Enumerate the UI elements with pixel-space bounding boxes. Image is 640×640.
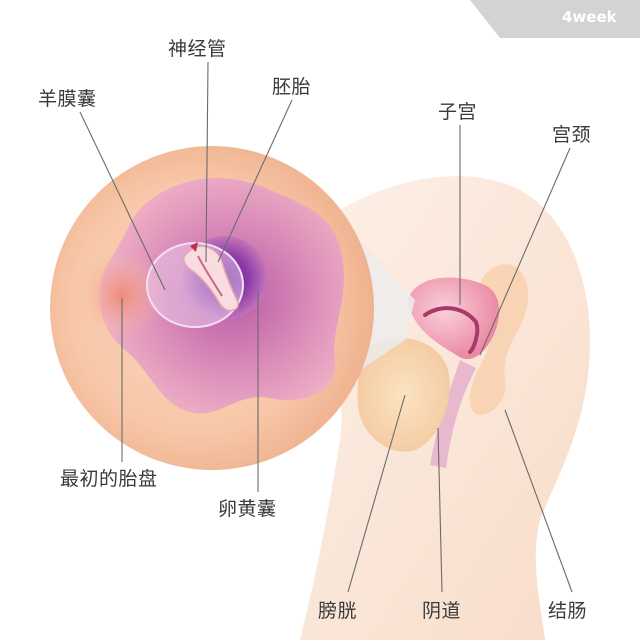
leader-colon [504, 409, 573, 593]
label-uterus: 子宫 [438, 101, 478, 123]
label-vagina: 阴道 [422, 600, 462, 622]
label-amniotic-sac: 羊膜囊 [38, 88, 97, 110]
uterine-cavity [423, 306, 480, 354]
label-bladder: 膀胱 [318, 600, 358, 622]
label-yolk-sac: 卵黄囊 [218, 498, 277, 520]
leader-neural-tube [205, 61, 209, 263]
placenta-spot [77, 250, 167, 340]
week-tag: 4week [562, 8, 617, 26]
label-neural-tube: 神经管 [168, 38, 227, 60]
leader-embryo [217, 99, 293, 263]
leader-vagina [437, 427, 443, 593]
leader-cervix [479, 147, 571, 356]
label-cervix: 宫颈 [552, 124, 592, 146]
week-tag-bg [470, 0, 640, 38]
label-embryo: 胚胎 [272, 76, 312, 98]
bladder [357, 338, 450, 452]
leader-bladder [347, 394, 406, 593]
embryo-heart [190, 242, 198, 252]
label-colon: 结肠 [548, 600, 588, 622]
leader-lines [79, 61, 573, 593]
label-placenta: 最初的胎盘 [60, 468, 158, 490]
leader-amniotic-sac [79, 111, 166, 291]
vagina [430, 360, 476, 468]
neural-tube [197, 255, 223, 297]
